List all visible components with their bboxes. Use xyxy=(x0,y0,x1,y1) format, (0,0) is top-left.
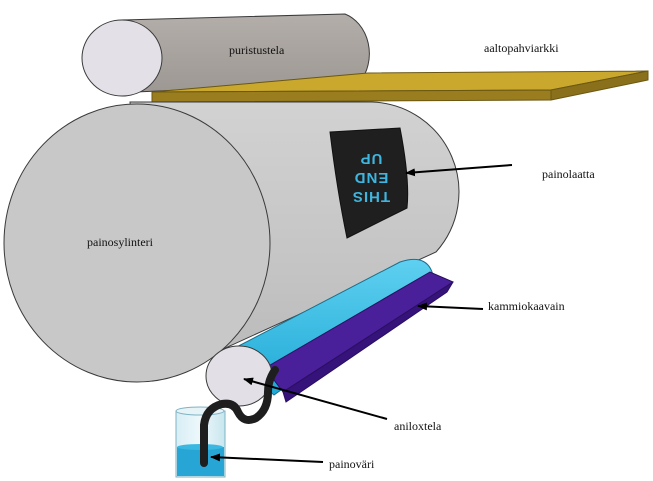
chamber-blade-side xyxy=(282,281,454,403)
corrugated-board xyxy=(151,70,649,103)
label-doctor-blade-chamber: kammiokaavain xyxy=(488,299,565,313)
board-side-edge xyxy=(550,70,649,101)
arrow-to-ink xyxy=(210,453,324,463)
label-ink: painoväri xyxy=(329,457,375,471)
label-anilox-roller: aniloxtela xyxy=(394,419,442,433)
ink-hose xyxy=(200,366,279,467)
press-roller xyxy=(81,13,370,97)
press-roller-end xyxy=(81,19,163,97)
anilox-roller-end xyxy=(205,345,273,407)
printing-plate-shape xyxy=(329,127,409,239)
label-plate-cylinder: painosylinteri xyxy=(87,235,154,249)
printing-plate: THIS END UP xyxy=(329,127,409,239)
arrow-to-printing-plate xyxy=(405,164,513,177)
plate-text-line3: UP xyxy=(360,150,383,167)
chamber-doctor-blade xyxy=(264,271,455,403)
plate-text-line1: THIS xyxy=(352,188,390,205)
label-press-roller: puristustela xyxy=(229,43,285,57)
plate-text-line2: END xyxy=(354,169,389,186)
label-corrugated-board: aaltopahviarkki xyxy=(484,41,559,55)
arrow-to-doctor-blade xyxy=(417,302,484,311)
plate-cylinder-end xyxy=(3,103,271,383)
label-printing-plate: painolaatta xyxy=(542,167,595,181)
board-front-edge xyxy=(151,89,552,103)
arrow-to-anilox-roller xyxy=(243,377,388,420)
